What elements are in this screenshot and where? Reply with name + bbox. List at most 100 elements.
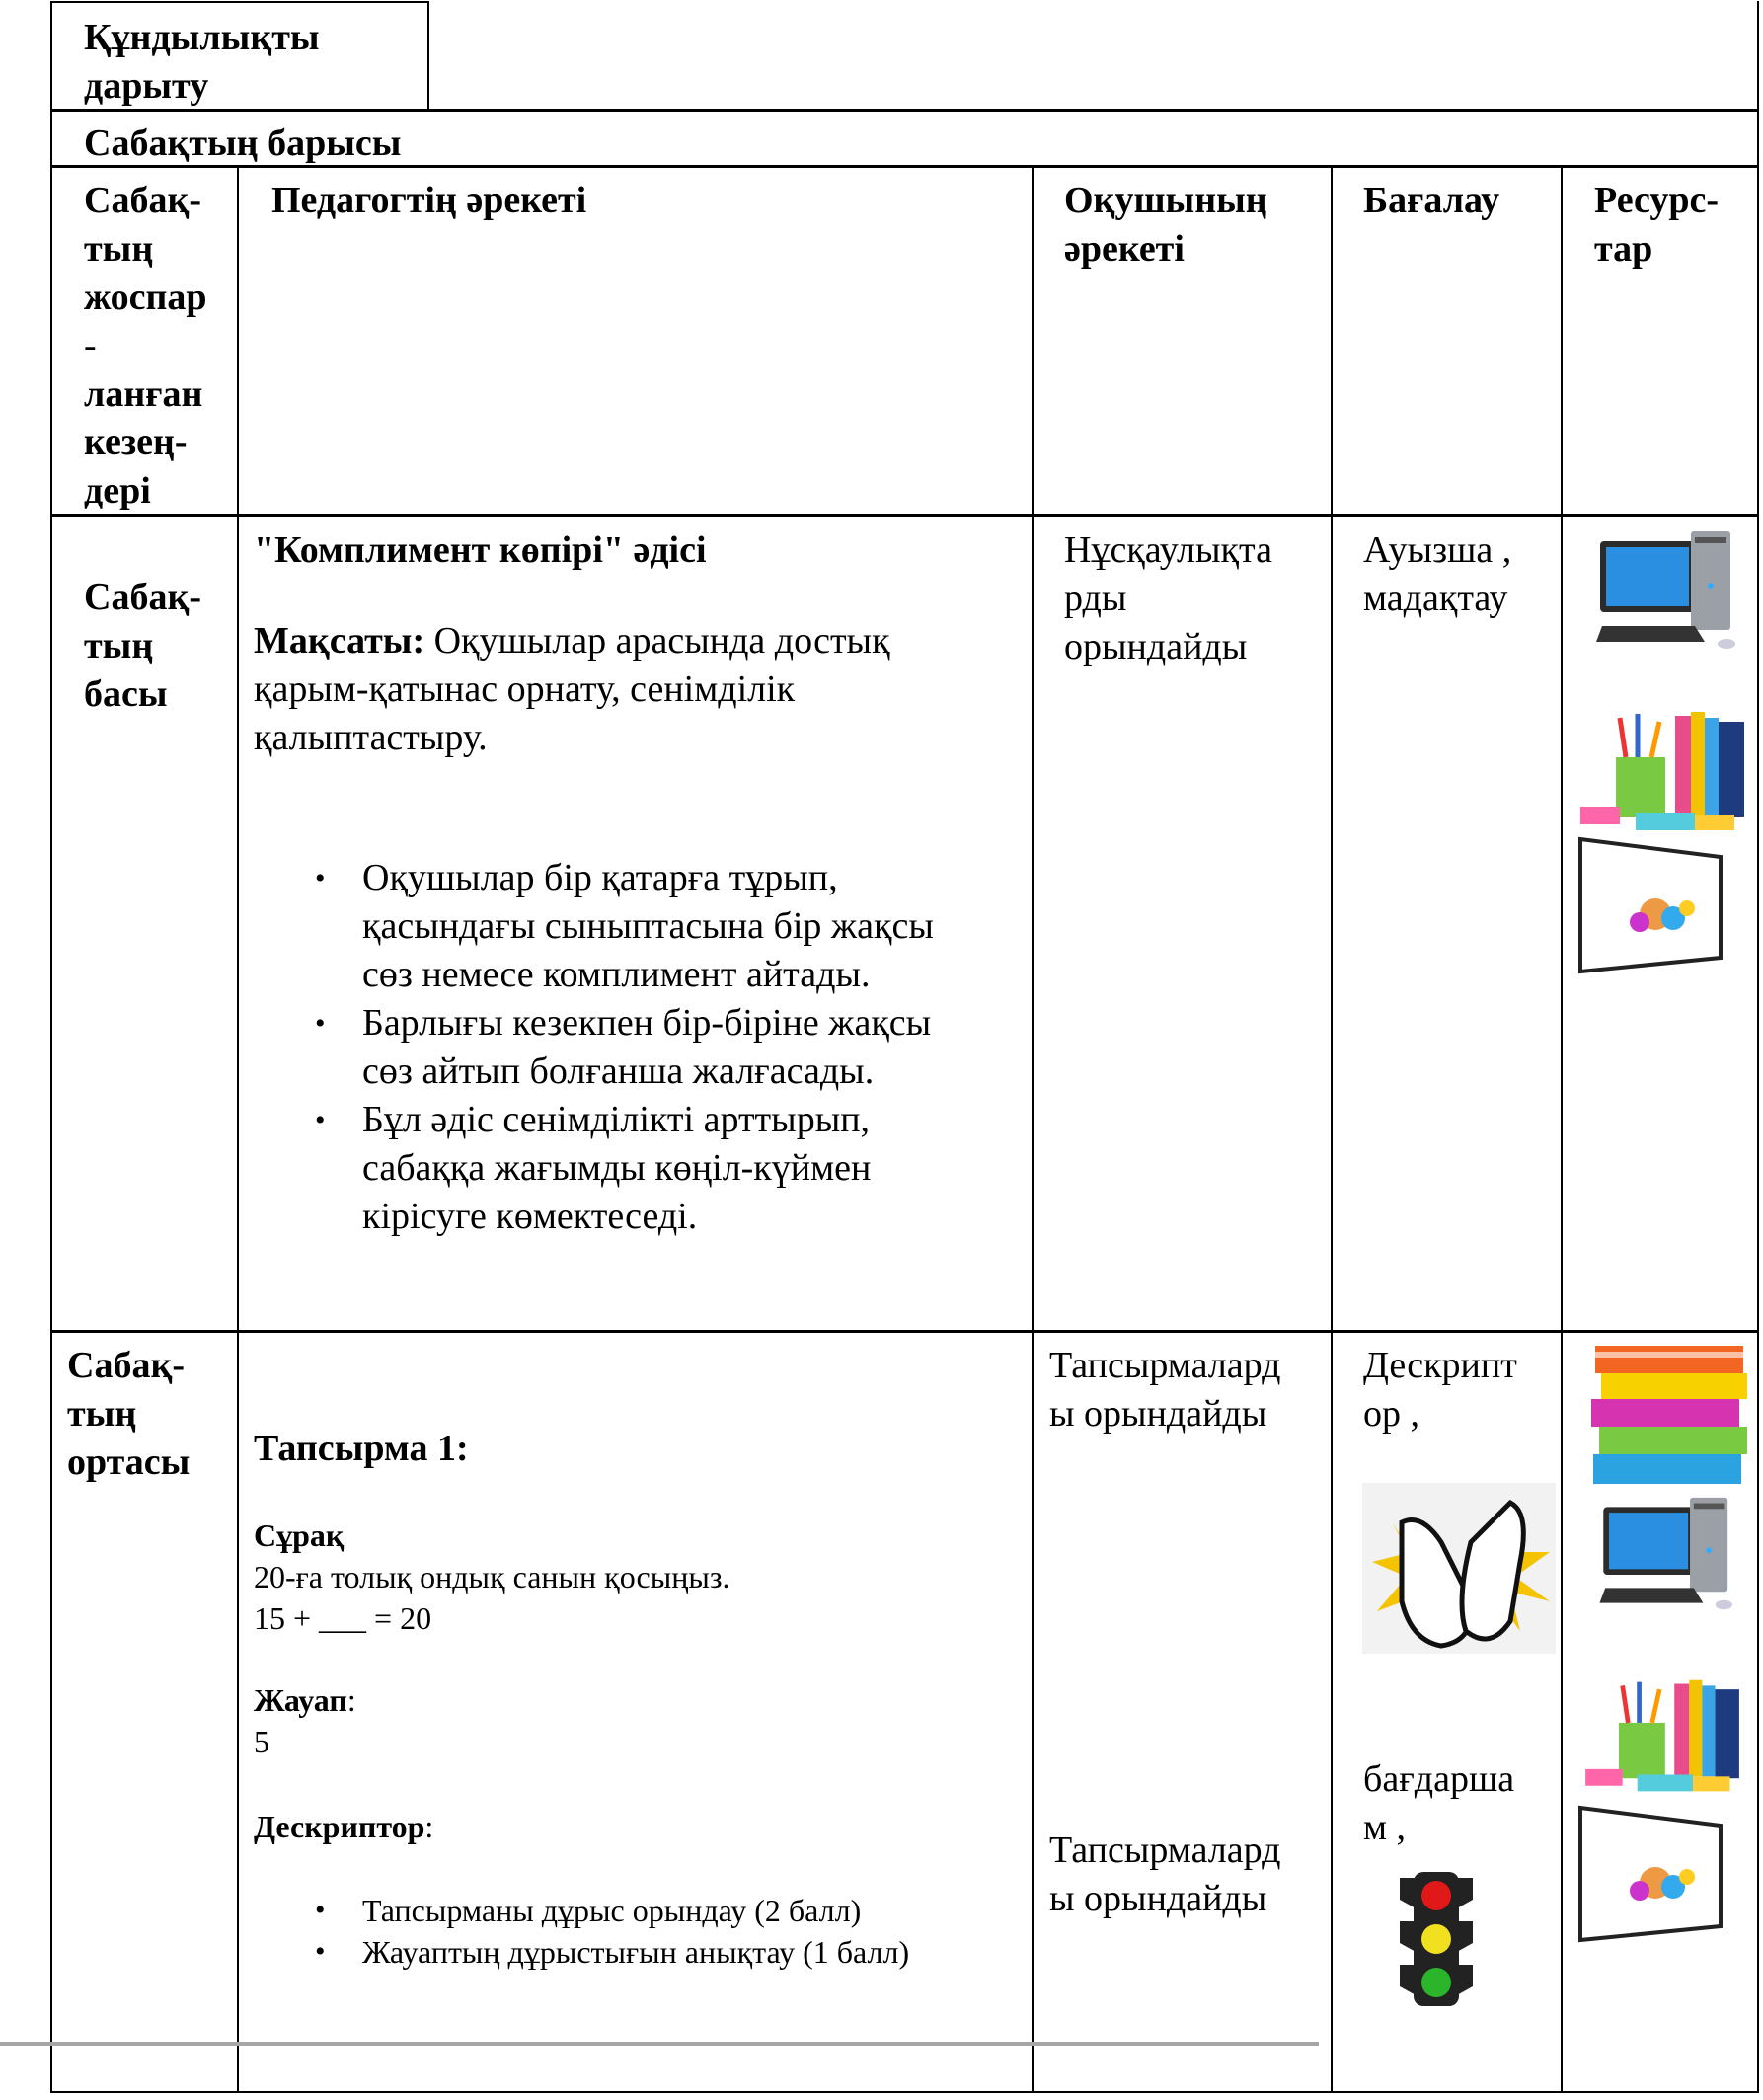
table-border — [50, 2091, 1759, 2093]
goal-line: қалыптастыру. — [254, 717, 488, 758]
list-item-line: Барлығы кезекпен бір-біріне жақсы — [362, 1002, 932, 1044]
list-item: Жауаптың дұрыстығын анықтау (1 балл) — [315, 1931, 909, 1973]
table-border — [1561, 166, 1563, 2092]
computer-icon — [1599, 1497, 1732, 1610]
table-border — [50, 1, 52, 2092]
value-label-line: дарыту — [84, 65, 209, 107]
header-stage-line: тың — [84, 228, 154, 270]
stage-line: басы — [84, 673, 168, 715]
stage-line: тың — [67, 1393, 137, 1435]
table-border — [1032, 166, 1034, 2092]
goal-text: Мақсаты: Оқушылар арасында достық қарым-… — [254, 617, 890, 762]
table-border — [1757, 1, 1759, 2092]
computer-icon — [1596, 531, 1735, 649]
row1-assessment: Ауызша , мадақтау — [1363, 526, 1511, 623]
header-teacher: Педагогтің әрекеті — [271, 180, 587, 221]
student-line: Тапсырмалард — [1049, 1829, 1281, 1871]
question-line: 15 + ___ = 20 — [254, 1600, 432, 1636]
answer-colon: : — [346, 1682, 356, 1718]
list-item: Тапсырманы дұрыс орындау (2 балл) — [315, 1890, 909, 1931]
header-stage-line: Сабақ- — [84, 180, 201, 221]
table-border — [50, 165, 1759, 168]
header-stage-line: жоспар — [84, 276, 207, 318]
header-assessment: Бағалау — [1363, 180, 1500, 221]
answer-value: 5 — [254, 1724, 269, 1759]
student-line: ы орындайды — [1049, 1878, 1267, 1919]
list-item-line: сөз айтып болғанша жалғасады. — [362, 1050, 875, 1092]
whiteboard-icon — [1578, 1805, 1723, 1943]
table-border — [427, 1, 429, 111]
whiteboard-icon — [1578, 836, 1723, 974]
clapping-hands-icon — [1362, 1483, 1556, 1654]
question-label: Сұрақ — [254, 1517, 345, 1553]
header-resources-line: тар — [1594, 228, 1653, 270]
header-resources: Ресурс- тар — [1594, 177, 1719, 273]
answer-label: Жауап — [254, 1682, 347, 1718]
descriptor-block: Дескриптор: — [254, 1806, 433, 1847]
header-stage-line: - — [84, 325, 97, 366]
stage-line: тың — [84, 625, 154, 666]
table-border — [50, 1, 429, 3]
value-label: Құндылықты дарыту — [84, 14, 320, 111]
row2-student-2: Тапсырмалард ы орындайды — [1049, 1827, 1280, 1923]
row1-student: Нұсқаулықта рды орындайды — [1064, 526, 1272, 671]
question-block: Сұрақ 20-ға толық ондық санын қосыңыз. 1… — [254, 1515, 729, 1639]
assessment-line: Дескрипт — [1363, 1345, 1517, 1386]
list-item: Барлығы кезекпен бір-біріне жақсы сөз айт… — [315, 999, 934, 1096]
section-title: Сабақтың барысы — [84, 122, 402, 164]
row2-assessment: Дескрипт ор , — [1363, 1342, 1517, 1439]
method-steps: Оқушылар бір қатарға тұрып, қасындағы сын… — [315, 854, 934, 1241]
table-border — [1331, 166, 1333, 2092]
footer-rule — [0, 2042, 1319, 2046]
assessment-line: бағдарша — [1363, 1758, 1515, 1800]
header-student-line: Оқушының — [1064, 180, 1267, 221]
goal-line: қарым-қатынас орнату, сенімділік — [254, 668, 796, 710]
list-item-line: Оқушылар бір қатарға тұрып, — [362, 857, 838, 898]
student-line: ы орындайды — [1049, 1393, 1267, 1435]
goal-label: Мақсаты: — [254, 620, 425, 661]
stage-line: Сабақ- — [84, 577, 201, 618]
assessment-line: Ауызша , — [1363, 529, 1512, 571]
descriptor-label: Дескриптор — [254, 1809, 425, 1844]
student-line: Тапсырмалард — [1049, 1345, 1281, 1386]
descriptor-colon: : — [424, 1809, 434, 1844]
answer-label-line: Жауап: — [254, 1679, 356, 1721]
assessment-line: мадақтау — [1363, 578, 1508, 619]
stationery-icon — [1585, 1679, 1739, 1792]
list-item-line: Бұл әдіс сенімділікті арттырып, — [362, 1099, 871, 1140]
header-student: Оқушының әрекеті — [1064, 177, 1267, 273]
table-border — [50, 109, 1759, 112]
list-item: Оқушылар бір қатарға тұрып, қасындағы сын… — [315, 854, 934, 999]
traffic-light-icon — [1400, 1872, 1473, 2006]
header-stage: Сабақ- тың жоспар - ланған кезең- дері — [84, 177, 207, 515]
books-icon — [1591, 1346, 1747, 1484]
row2-assessment-2: бағдарша м , — [1363, 1755, 1514, 1852]
table-border — [50, 514, 1759, 517]
list-item: Бұл әдіс сенімділікті арттырып, сабаққа ж… — [315, 1096, 934, 1241]
student-line: орындайды — [1064, 626, 1248, 667]
goal-line-text: Оқушылар арасында достық — [424, 620, 890, 661]
question-line: 20-ға толық ондық санын қосыңыз. — [254, 1559, 730, 1594]
table-border — [237, 166, 239, 2092]
list-item-line: қасындағы сыныптасына бір жақсы — [362, 905, 934, 947]
stage-line: ортасы — [67, 1441, 191, 1483]
header-stage-line: ланған — [84, 373, 203, 415]
answer-block: Жауап: 5 — [254, 1679, 356, 1762]
descriptor-label-line: Дескриптор: — [254, 1806, 433, 1847]
student-line: рды — [1064, 578, 1127, 619]
header-student-line: әрекеті — [1064, 228, 1185, 270]
stationery-icon — [1580, 712, 1744, 830]
row1-stage: Сабақ- тың басы — [84, 574, 201, 719]
header-resources-line: Ресурс- — [1594, 180, 1720, 221]
header-stage-line: дері — [84, 470, 151, 511]
row2-stage: Сабақ- тың ортасы — [67, 1342, 190, 1487]
assessment-line: м , — [1363, 1807, 1407, 1848]
task-title: Тапсырма 1: — [254, 1428, 469, 1469]
list-item-line: кірісуге көмектеседі. — [362, 1196, 698, 1237]
method-title: "Комплимент көпірі" әдісі — [254, 529, 707, 571]
list-item-line: сөз немесе комплимент айтады. — [362, 954, 871, 995]
table-border — [50, 1330, 1759, 1333]
list-item-line: сабаққа жағымды көңіл-күймен — [362, 1147, 872, 1189]
stage-line: Сабақ- — [67, 1345, 185, 1386]
goal-line: Мақсаты: Оқушылар арасында достық — [254, 617, 890, 665]
